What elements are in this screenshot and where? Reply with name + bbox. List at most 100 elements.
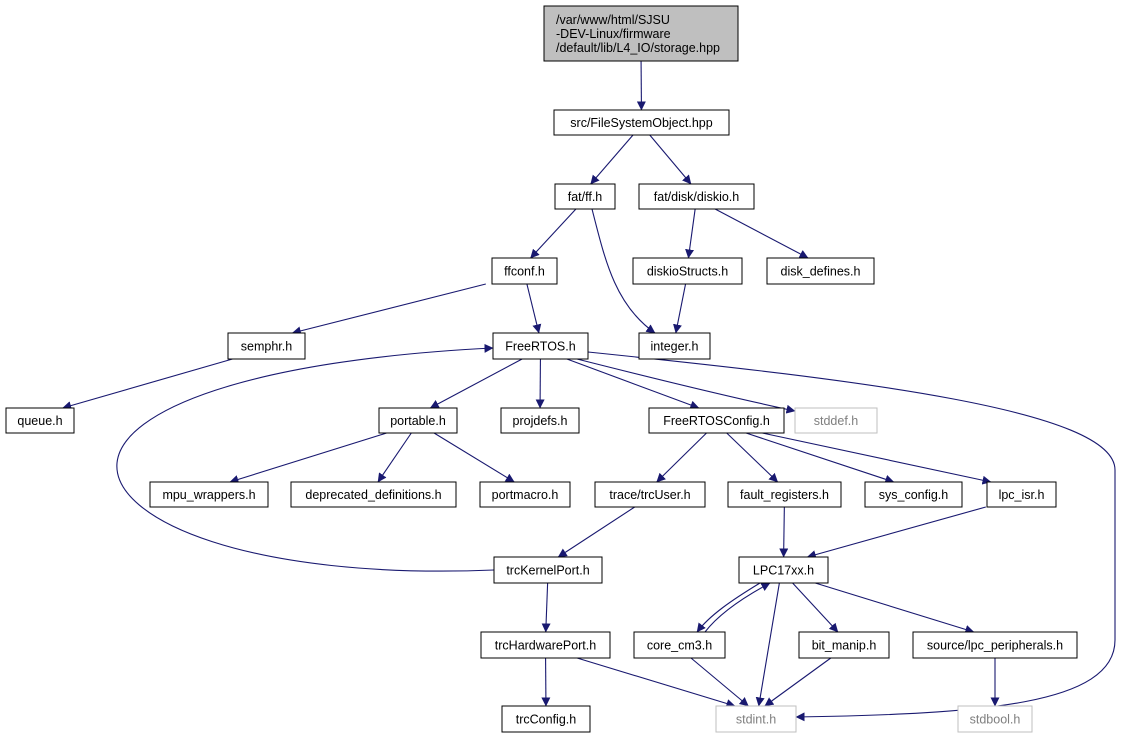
node-label: src/FileSystemObject.hpp [570,116,712,130]
edge-line [755,582,780,707]
node-semphr[interactable]: semphr.h [227,332,306,360]
edge-lpc17xx-to-corecm3 [696,582,761,633]
node-box [227,332,306,360]
edge-bitmanip-to-stdint [764,657,832,707]
edge-frconfig-to-fault [726,432,779,483]
edge-line [685,208,696,259]
edge-line [762,432,992,485]
edge-line [429,358,523,409]
edge-line [377,432,412,483]
node-queue[interactable]: queue.h [5,407,75,434]
node-diskioStructs[interactable]: diskioStructs.h [632,257,743,285]
node-label: bit_manip.h [812,639,877,653]
node-box [554,183,616,210]
node-ffconf[interactable]: ffconf.h [491,257,558,285]
edge-portable-to-deprecated [377,432,412,483]
node-integer[interactable]: integer.h [638,332,711,360]
node-label: stdint.h [736,713,776,727]
node-fault[interactable]: fault_registers.h [727,481,842,508]
edge-line [576,657,736,708]
node-box [632,257,743,285]
node-label: ffconf.h [504,265,545,279]
node-freertos[interactable]: FreeRTOS.h [492,332,589,360]
node-fso[interactable]: src/FileSystemObject.hpp [553,109,730,136]
node-disk_defines[interactable]: disk_defines.h [766,257,875,285]
node-frconfig[interactable]: FreeRTOSConfig.h [648,407,785,434]
node-box [912,631,1078,659]
edge-trckernel-to-freertos [116,343,495,572]
edge-line [116,343,495,572]
edge-trckernel-to-trchw [541,582,551,633]
edge-diskio-to-diskioStructs [685,208,696,259]
node-label: fat/ff.h [568,190,603,204]
edge-lpc17xx-to-bitmanip [792,582,839,633]
edge-diskioStructs-to-integer [673,283,687,334]
node-lpc17xx[interactable]: LPC17xx.h [738,556,829,584]
edge-line [726,432,779,483]
node-trckernel[interactable]: trcKernelPort.h [493,556,603,584]
node-sysconfig[interactable]: sys_config.h [864,481,963,508]
node-label: LPC17xx.h [753,564,814,578]
node-label: FreeRTOSConfig.h [663,414,770,428]
edge-portable-to-portmacro [433,432,515,483]
edge-line [714,208,809,259]
node-box [794,407,878,434]
edge-portable-to-mpu [229,432,387,484]
node-storage[interactable]: /var/www/html/SJSU-DEV-Linux/firmware/de… [543,5,739,62]
edge-line [690,657,749,707]
node-bitmanip[interactable]: bit_manip.h [798,631,890,659]
edge-semphr-to-queue [62,358,233,410]
node-portable[interactable]: portable.h [378,407,458,434]
edge-ff-to-integer [591,208,656,334]
node-trcuser[interactable]: trace/trcUser.h [594,481,706,508]
node-label: source/lpc_peripherals.h [927,639,1063,653]
node-mpu[interactable]: mpu_wrappers.h [149,481,269,508]
edge-freertos-to-stdint [587,351,1116,722]
node-box [738,556,829,584]
node-box [727,481,842,508]
edge-frconfig-to-sysconfig [745,432,895,484]
node-box [479,481,571,508]
edge-line [806,506,986,560]
node-trcconfig[interactable]: trcConfig.h [501,705,591,733]
node-ff[interactable]: fat/ff.h [554,183,616,210]
node-box [500,407,580,434]
edge-corecm3-to-lpc17xx [704,582,771,633]
node-corecm3[interactable]: core_cm3.h [633,631,726,659]
node-label: projdefs.h [513,414,568,428]
edge-freertos-to-frconfig [566,358,700,410]
node-lpcisr[interactable]: lpc_isr.h [986,481,1057,508]
node-box [5,407,75,434]
edge-line [530,208,577,259]
node-label: stddef.h [814,414,859,428]
node-lpcper[interactable]: source/lpc_peripherals.h [912,631,1078,659]
node-box [492,332,589,360]
edge-line [229,432,387,484]
edge-line [587,351,1116,722]
node-label: trcConfig.h [516,713,576,727]
node-box [480,631,611,659]
node-trchw[interactable]: trcHardwarePort.h [480,631,611,659]
node-label: FreeRTOS.h [505,340,575,354]
edge-fault-to-lpc17xx [779,506,789,558]
node-label: mpu_wrappers.h [162,488,255,502]
node-label: semphr.h [241,340,292,354]
node-projdefs[interactable]: projdefs.h [500,407,580,434]
edge-line [704,582,771,633]
node-deprecated[interactable]: deprecated_definitions.h [290,481,457,508]
node-box [638,183,755,210]
node-label: disk_defines.h [781,265,861,279]
node-diskio[interactable]: fat/disk/diskio.h [638,183,755,210]
node-label: trcHardwarePort.h [495,639,596,653]
edge-line [745,432,895,484]
edge-diskio-to-disk_defines [714,208,809,259]
node-box [638,332,711,360]
edge-ffconf-to-semphr [291,283,486,336]
edge-line [656,432,707,483]
node-label: /default/lib/L4_IO/storage.hpp [556,41,720,55]
node-portmacro[interactable]: portmacro.h [479,481,571,508]
node-box [957,705,1033,733]
edge-freertos-to-portable [429,358,523,409]
node-box [594,481,706,508]
